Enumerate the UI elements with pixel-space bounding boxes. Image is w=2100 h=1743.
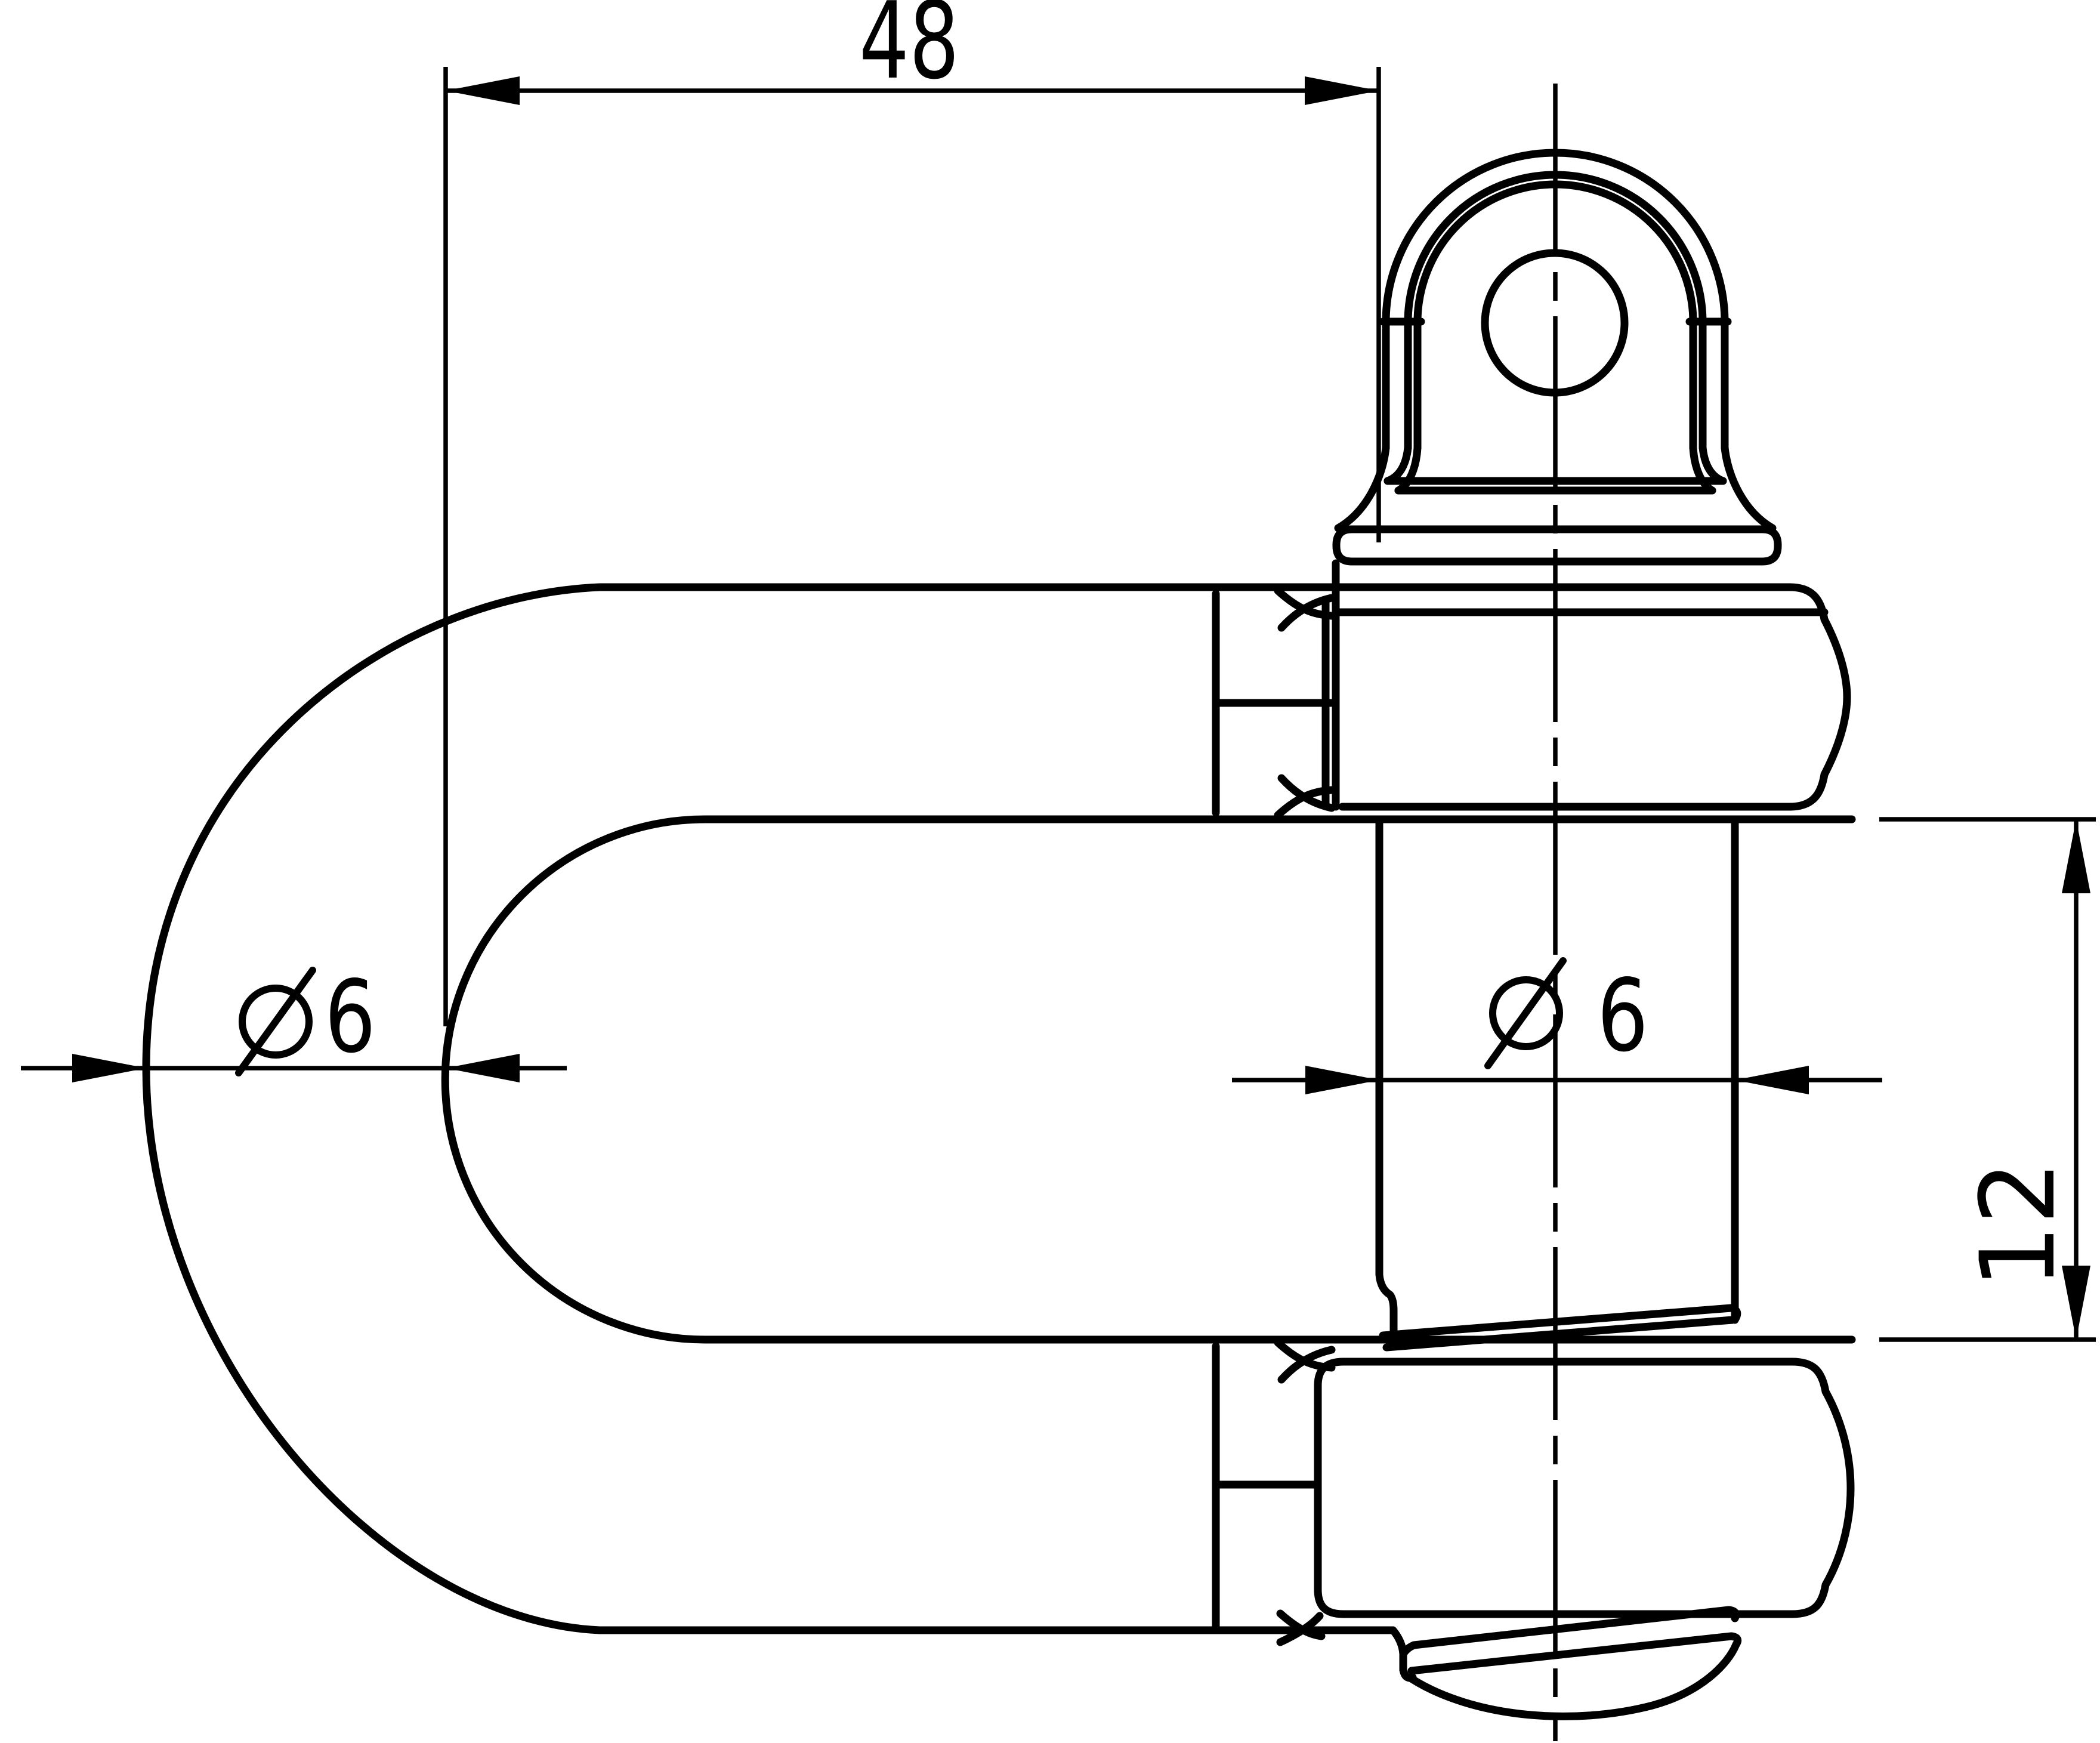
dim-inside-width-text: 12 <box>1958 1161 2078 1289</box>
top-boss-right-edge <box>1786 583 1851 811</box>
diameter-sign-icon <box>1484 957 1567 1069</box>
bow-inner-arc <box>441 815 709 1344</box>
eye-flare-left <box>1334 443 1390 532</box>
diameter-sign-icon <box>235 967 316 1076</box>
arrowhead-right <box>1305 76 1379 105</box>
dimension-bow-diameter: 6 <box>21 960 567 1082</box>
eye-flare-inner-left <box>1383 443 1412 485</box>
arrowhead-inner <box>446 1054 520 1082</box>
dim-pin-diameter-text: 6 <box>1597 958 1648 1074</box>
arrowhead-outer-left <box>1305 1066 1379 1094</box>
nut-outline <box>1314 1358 1855 1618</box>
tip-thread-line-1 <box>1410 1606 1740 1649</box>
eye-flare-right <box>1721 443 1777 532</box>
top-strip-fillet-4 <box>1277 774 1336 812</box>
arrowhead-outer-right <box>1735 1066 1809 1094</box>
pin-flange <box>1332 525 1782 566</box>
top-boss <box>1212 559 1851 819</box>
arrowhead-left <box>446 76 520 105</box>
top-strip-fillet-2 <box>1277 594 1336 632</box>
dimension-pin-diameter: 6 <box>1232 957 1882 1094</box>
pin-thread-line-2 <box>1382 1316 1737 1352</box>
dimension-inside-width: 12 <box>1879 817 2096 1342</box>
pin-thread-line-1 <box>1379 1304 1741 1340</box>
bow-outer-outline <box>142 583 1794 1674</box>
tip-dome <box>1406 1640 1740 1720</box>
bottom-nut <box>1212 1338 1855 1720</box>
bottom-strip-fillet-2 <box>1277 1346 1336 1384</box>
dim-inside-length-text: 48 <box>859 0 959 103</box>
eye-flare-inner-right <box>1698 443 1727 485</box>
arrowhead-up <box>2062 819 2090 893</box>
shackle-bow <box>142 583 1856 1674</box>
arrowhead-outer <box>72 1054 146 1082</box>
pin-left-edge <box>1375 815 1398 1342</box>
bottom-strip-fillet-4 <box>1276 1612 1324 1646</box>
dimension-inside-length: 48 <box>443 0 1381 1026</box>
arrowhead-down <box>2062 1266 2090 1340</box>
pin-shaft <box>1375 815 1741 1352</box>
dim-bow-diameter-text: 6 <box>325 960 376 1075</box>
